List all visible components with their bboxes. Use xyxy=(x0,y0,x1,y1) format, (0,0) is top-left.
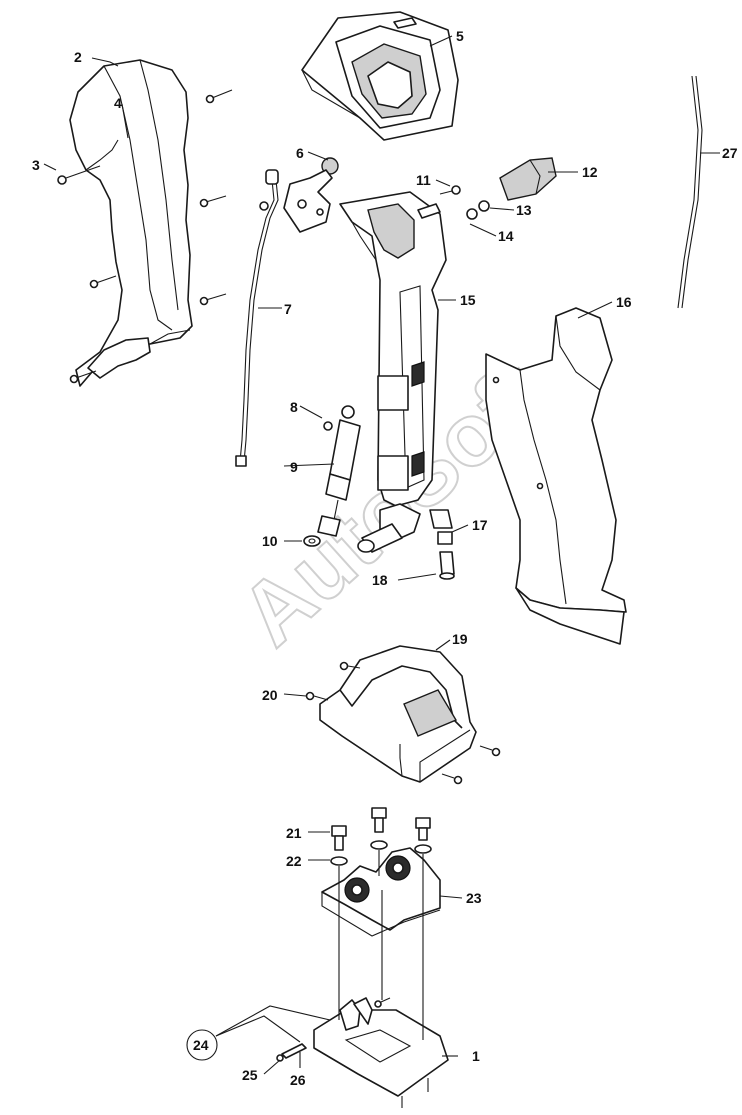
callout-4: 4 xyxy=(114,95,122,111)
hardware-11-13-14 xyxy=(417,185,490,220)
part-2-left-cover xyxy=(69,59,193,387)
callout-labels: 2 4 3 5 6 7 8 9 10 11 12 13 14 15 16 17 … xyxy=(32,28,738,1088)
callout-8: 8 xyxy=(290,399,298,415)
callout-1: 1 xyxy=(472,1048,480,1064)
parts-25-26-pin xyxy=(276,1043,307,1062)
callout-10: 10 xyxy=(262,533,278,549)
callout-12: 12 xyxy=(582,164,598,180)
callout-18: 18 xyxy=(372,572,388,588)
part-19-lower-housing xyxy=(319,645,477,783)
assembly-guide-lines xyxy=(338,850,424,1040)
part-23-bearing-block xyxy=(321,847,441,937)
callout-6: 6 xyxy=(296,145,304,161)
part-10-washer xyxy=(303,535,321,547)
callout-26: 26 xyxy=(290,1072,306,1088)
callout-13: 13 xyxy=(516,202,532,218)
callout-19: 19 xyxy=(452,631,468,647)
screws-part-3 xyxy=(57,89,233,384)
callout-15: 15 xyxy=(460,292,476,308)
parts-17-18-bolt xyxy=(437,531,455,580)
callout-20: 20 xyxy=(262,687,278,703)
callout-27: 27 xyxy=(722,145,738,161)
part-27-rod xyxy=(677,75,703,309)
callout-17: 17 xyxy=(472,517,488,533)
part-5-top-bezel xyxy=(301,11,459,141)
part-9-gas-strut xyxy=(317,405,361,537)
part-16-right-cover xyxy=(485,307,627,645)
part-6-lever xyxy=(283,157,339,233)
callout-2: 2 xyxy=(74,49,82,65)
callout-25: 25 xyxy=(242,1067,258,1083)
screws-part-20 xyxy=(305,661,501,785)
part-1-base-plate xyxy=(313,997,449,1108)
callout-16: 16 xyxy=(616,294,632,310)
part-15-column xyxy=(339,191,453,553)
callout-22: 22 xyxy=(286,853,302,869)
callout-7: 7 xyxy=(284,301,292,317)
callout-3: 3 xyxy=(32,157,40,173)
callout-21: 21 xyxy=(286,825,302,841)
part-7-cable xyxy=(235,169,279,467)
leader-lines xyxy=(43,35,720,1075)
part-12-knob xyxy=(499,157,557,201)
callout-23: 23 xyxy=(466,890,482,906)
callout-9: 9 xyxy=(290,459,298,475)
callout-24-circle xyxy=(186,1029,218,1061)
callout-14: 14 xyxy=(498,228,514,244)
callout-5: 5 xyxy=(456,28,464,44)
callout-24: 24 xyxy=(193,1037,209,1053)
callout-11: 11 xyxy=(416,172,431,188)
